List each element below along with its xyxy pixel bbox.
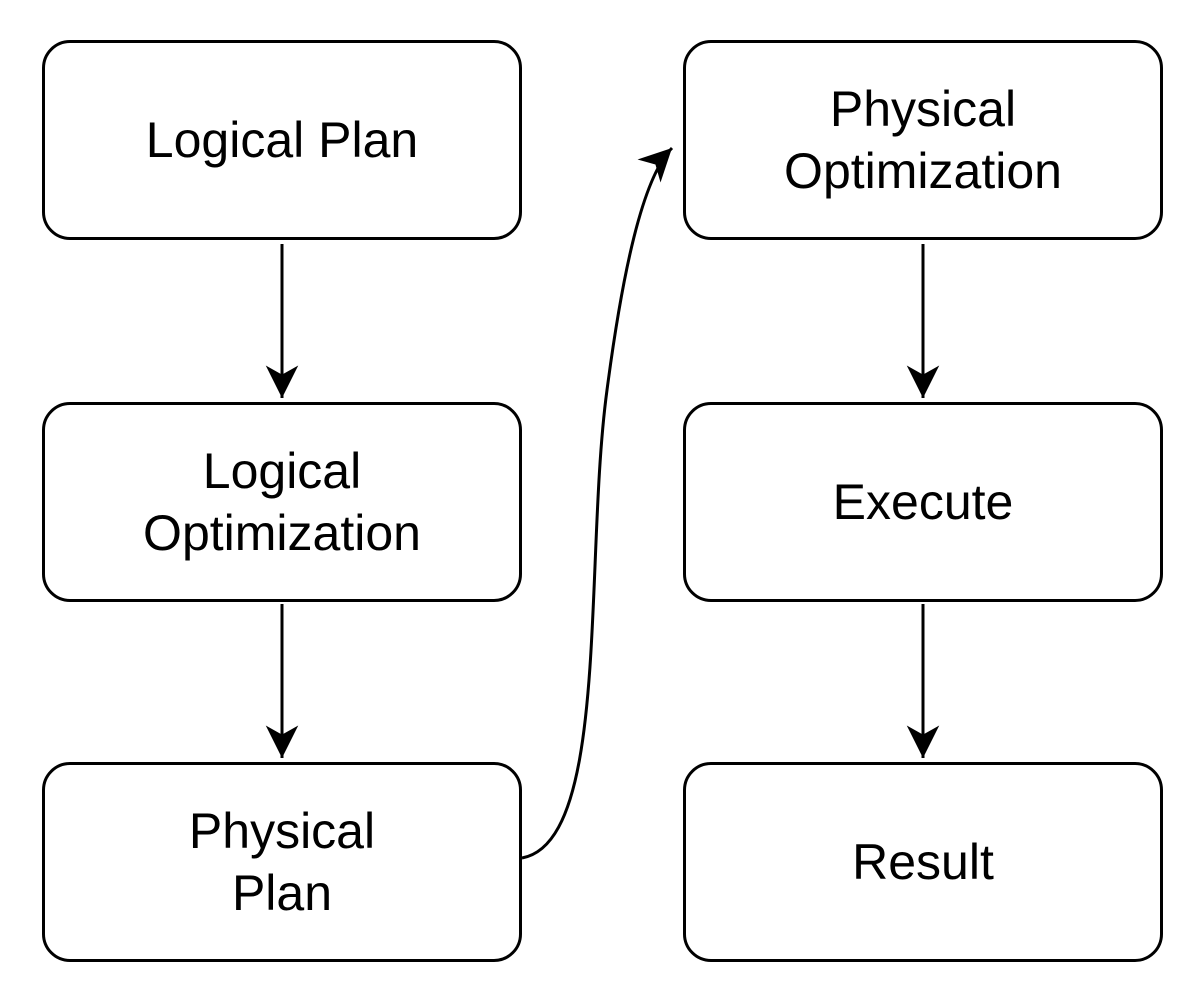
- node-logical-plan-label: Logical Plan: [145, 112, 419, 168]
- node-result-label: Result: [852, 834, 994, 890]
- node-physical-plan-label: Physical Plan: [188, 803, 376, 921]
- node-execute: Execute: [683, 402, 1163, 602]
- node-logical-optimization: Logical Optimization: [42, 402, 522, 602]
- node-physical-optimization-label: Physical Optimization: [784, 81, 1062, 199]
- node-result: Result: [683, 762, 1163, 962]
- edge-physical-plan-to-physical-optimization: [521, 146, 674, 860]
- node-logical-plan: Logical Plan: [42, 40, 522, 240]
- node-physical-plan: Physical Plan: [42, 762, 522, 962]
- node-logical-optimization-label: Logical Optimization: [143, 443, 421, 561]
- node-execute-label: Execute: [832, 474, 1014, 530]
- node-physical-optimization: Physical Optimization: [683, 40, 1163, 240]
